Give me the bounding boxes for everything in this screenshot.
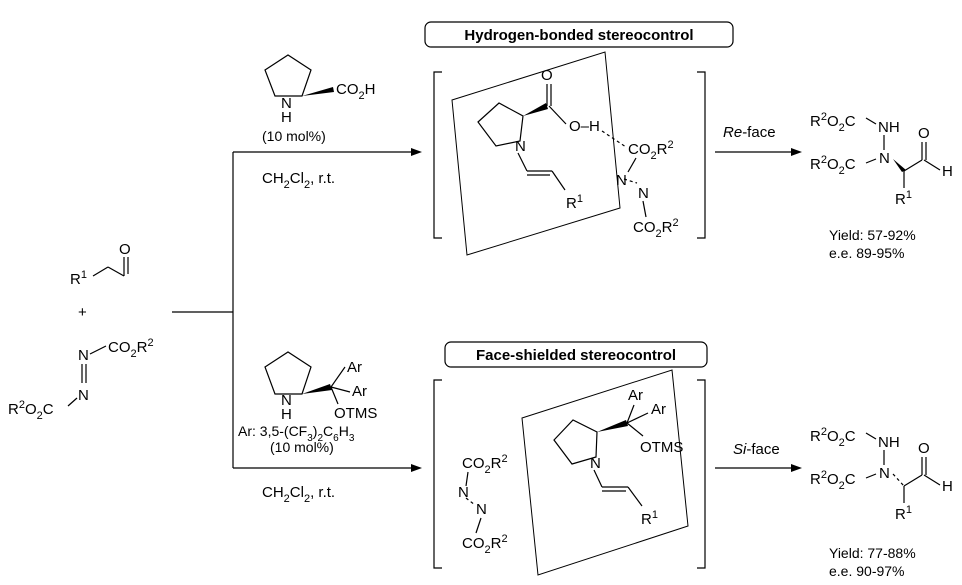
bottom-box-title: Face-shielded stereocontrol xyxy=(476,347,676,364)
svg-text:N: N xyxy=(78,387,89,404)
svg-text:N: N xyxy=(638,185,649,202)
svg-text:OTMS: OTMS xyxy=(334,405,377,422)
bottom-catalyst-loading: (10 mol%) xyxy=(270,439,334,455)
svg-text:O–H: O–H xyxy=(569,118,600,135)
bottom-box-frame xyxy=(444,341,708,368)
branch-lines xyxy=(172,148,422,472)
svg-text:N: N xyxy=(879,465,890,482)
svg-text:H: H xyxy=(942,163,953,180)
azodicarboxylate-reactant: N CO2R2 N R2O2C xyxy=(8,337,154,422)
svg-text:O: O xyxy=(918,125,930,142)
svg-text:N: N xyxy=(458,484,469,501)
svg-text:CO2R2: CO2R2 xyxy=(628,139,674,162)
top-product: R2O2C NH N R2O2C R1 O H xyxy=(810,111,953,208)
svg-text:R2O2C: R2O2C xyxy=(810,111,856,134)
ar-definition: Ar: 3,5-(CF3)2C6H3 xyxy=(238,423,355,444)
svg-text:CO2R2: CO2R2 xyxy=(633,217,679,240)
svg-text:N: N xyxy=(281,392,292,409)
proline-catalyst: N H CO2H (10 mol%) xyxy=(262,54,375,144)
svg-text:N: N xyxy=(281,95,292,112)
svg-text:Ar: Ar xyxy=(347,359,362,376)
svg-text:R2O2C: R2O2C xyxy=(810,469,856,492)
svg-text:CO2R2: CO2R2 xyxy=(462,533,508,556)
svg-text:R2O2C: R2O2C xyxy=(810,426,856,449)
re-face-label: Re-face xyxy=(723,124,776,141)
svg-text:R2O2C: R2O2C xyxy=(810,154,856,177)
aldehyde-oxygen-label: O xyxy=(119,241,131,258)
svg-text:R1: R1 xyxy=(70,269,87,288)
top-yield: Yield: 57-92% xyxy=(829,227,916,243)
top-catalyst-loading: (10 mol%) xyxy=(262,128,326,144)
aldehyde-reactant: R1 O xyxy=(70,241,131,288)
svg-text:CO2R2: CO2R2 xyxy=(462,453,508,476)
bottom-ee: e.e. 90-97% xyxy=(829,563,905,579)
top-box-frame xyxy=(424,21,734,48)
svg-text:O: O xyxy=(541,67,553,84)
svg-text:NH: NH xyxy=(878,119,900,136)
svg-text:R1: R1 xyxy=(641,509,658,528)
top-box-title: Hydrogen-bonded stereocontrol xyxy=(464,27,693,44)
svg-text:R1: R1 xyxy=(895,504,912,523)
bottom-yield: Yield: 77-88% xyxy=(829,545,916,561)
si-face-label: Si-face xyxy=(733,441,780,458)
svg-text:N: N xyxy=(78,347,89,364)
svg-text:Ar: Ar xyxy=(352,383,367,400)
svg-text:H: H xyxy=(942,478,953,495)
svg-text:N: N xyxy=(476,501,487,518)
svg-text:N: N xyxy=(590,455,601,472)
svg-text:R1: R1 xyxy=(895,189,912,208)
svg-text:N: N xyxy=(879,150,890,167)
svg-text:Ar: Ar xyxy=(628,387,643,404)
svg-text:CO2H: CO2H xyxy=(336,81,375,102)
svg-text:R2O2C: R2O2C xyxy=(8,399,54,422)
top-conditions: CH2Cl2, r.t. xyxy=(262,170,335,191)
svg-text:CO2R2: CO2R2 xyxy=(108,337,154,360)
svg-text:O: O xyxy=(918,440,930,457)
svg-text:N: N xyxy=(616,172,627,189)
plus-sign: + xyxy=(78,304,87,321)
top-transition-state: N O O–H R1 CO2R2 N N CO2R2 xyxy=(433,51,706,256)
svg-text:R1: R1 xyxy=(566,193,583,212)
bottom-product: R2O2C NH N R2O2C R1 O H xyxy=(810,426,953,523)
top-ee: e.e. 89-95% xyxy=(829,245,905,261)
svg-text:H: H xyxy=(281,109,292,126)
svg-text:N: N xyxy=(515,138,526,155)
svg-text:Ar: Ar xyxy=(651,401,666,418)
svg-text:OTMS: OTMS xyxy=(640,439,683,456)
svg-text:NH: NH xyxy=(878,434,900,451)
bottom-conditions: CH2Cl2, r.t. xyxy=(262,484,335,505)
svg-text:H: H xyxy=(281,406,292,423)
diarylprolinol-catalyst: N H Ar Ar OTMS Ar: 3,5-(CF3)2C6H3 (10 mo… xyxy=(238,351,377,455)
bottom-transition-state: CO2R2 N N CO2R2 N Ar Ar OTMS R1 xyxy=(433,369,706,576)
